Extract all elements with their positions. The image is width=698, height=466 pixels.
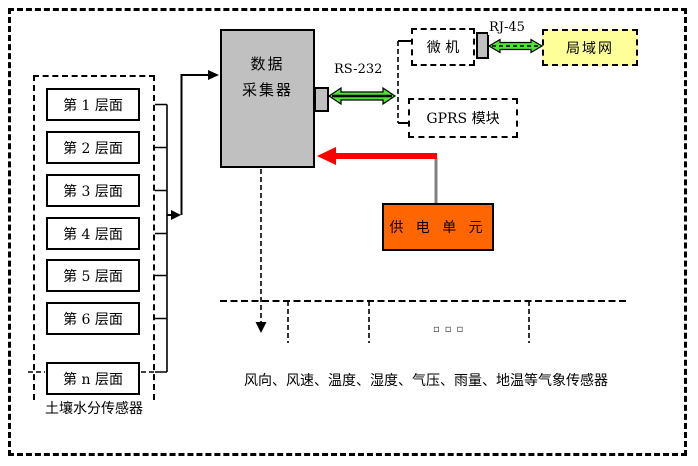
microcomputer-box: 微 机 [411, 28, 475, 66]
outer-dashed-frame [8, 8, 687, 456]
soil-layer-label: 第 3 层面 [63, 183, 123, 200]
lan-box: 局域网 [542, 29, 638, 66]
gprs-module-label: GPRS 模块 [426, 111, 500, 127]
soil-layer-box-1: 第 1 层面 [46, 88, 140, 121]
data-collector-label-line2: 采集器 [241, 80, 293, 99]
data-collector-box: 数据 采集器 [220, 29, 315, 168]
weather-sensors-caption: 风向、风速、温度、湿度、气压、雨量、地温等气象传感器 [244, 373, 608, 389]
power-supply-unit-box: 供 电 单 元 [382, 203, 494, 251]
rj45-port-connector [476, 32, 489, 59]
more-sensors-ellipsis: ▫▫▫ [433, 324, 469, 335]
soil-layer-label: 第 4 层面 [63, 226, 123, 243]
soil-sensors-caption: 土壤水分传感器 [45, 401, 143, 417]
rj45-label: RJ-45 [488, 20, 526, 35]
power-supply-label: 供 电 单 元 [389, 220, 487, 236]
rs232-label: RS-232 [334, 62, 383, 77]
soil-sensor-group-frame [33, 75, 155, 400]
gprs-module-box: GPRS 模块 [408, 98, 518, 138]
microcomputer-label: 微 机 [426, 40, 460, 56]
soil-layer-label: 第 n 层面 [63, 371, 123, 388]
soil-layer-label: 第 2 层面 [63, 140, 123, 157]
soil-layer-box-4: 第 4 层面 [46, 217, 140, 250]
soil-layer-box-5: 第 5 层面 [46, 259, 140, 292]
soil-layer-box-6: 第 6 层面 [46, 302, 140, 335]
soil-layer-box-3: 第 3 层面 [46, 174, 140, 207]
soil-layer-box-n: 第 n 层面 [46, 362, 140, 395]
soil-layer-label: 第 1 层面 [63, 97, 123, 114]
lan-label: 局域网 [566, 40, 614, 57]
soil-layer-label: 第 5 层面 [63, 268, 123, 285]
serial-port-connector [314, 87, 329, 112]
data-collector-label-line1: 数据 [250, 54, 285, 73]
soil-layer-box-2: 第 2 层面 [46, 131, 140, 164]
soil-layer-label: 第 6 层面 [63, 311, 123, 328]
